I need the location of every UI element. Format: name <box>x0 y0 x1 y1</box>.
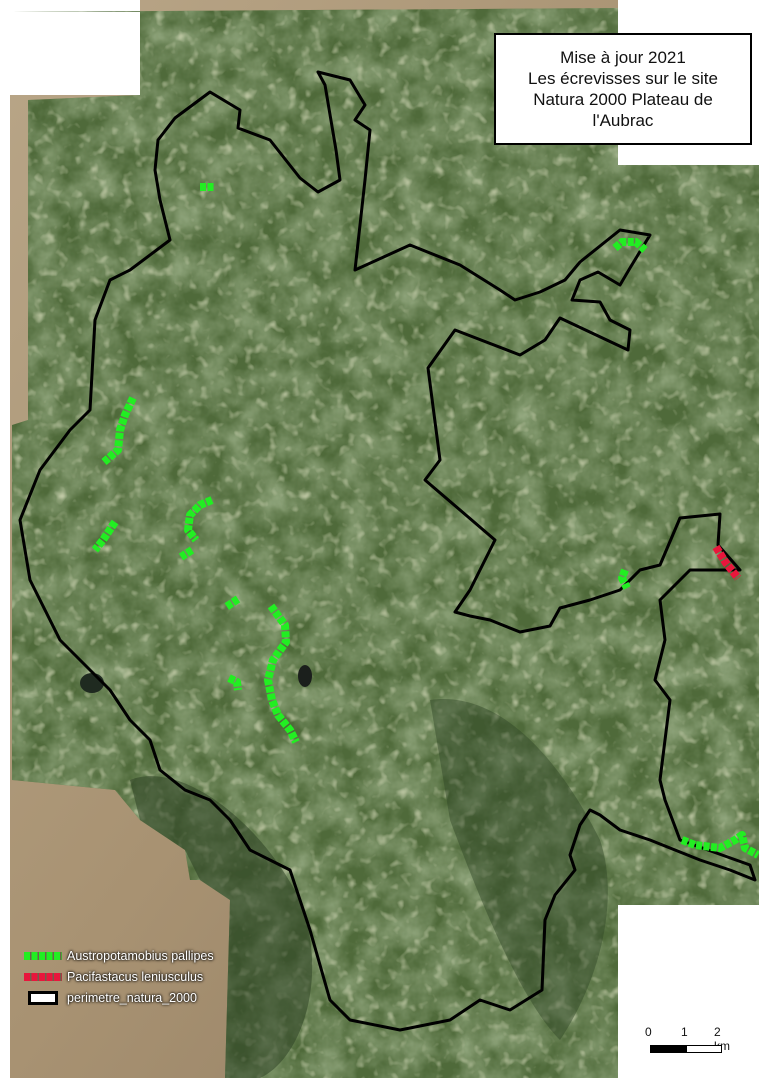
scale-segment <box>650 1045 686 1053</box>
austropotamobius-segment <box>680 831 759 859</box>
title-line: Natura 2000 Plateau de <box>533 90 713 109</box>
lake <box>298 665 312 687</box>
legend-item-perimeter[interactable]: perimetre_natura_2000 <box>24 988 214 1008</box>
green-line-swatch-icon <box>24 952 62 960</box>
legend-item-austropotamobius[interactable]: Austropotamobius pallipes <box>24 946 214 966</box>
title-line: Mise à jour 2021 <box>560 48 686 67</box>
forest-zone <box>430 699 608 1040</box>
legend-label: perimetre_natura_2000 <box>67 991 197 1005</box>
austropotamobius-segment <box>223 595 241 611</box>
scale-label: 1 <box>681 1025 688 1039</box>
map-legend: Austropotamobius pallipes Pacifastacus l… <box>24 946 214 1009</box>
austropotamobius-segment <box>184 496 214 543</box>
scale-segment <box>686 1045 722 1053</box>
polygon-swatch-icon <box>28 991 58 1005</box>
map-title: Mise à jour 2021 Les écrevisses sur le s… <box>494 33 752 145</box>
austropotamobius-segment <box>264 603 300 744</box>
legend-label: Austropotamobius pallipes <box>67 949 214 963</box>
austropotamobius-segments[interactable] <box>91 183 759 859</box>
scale-bar: 0 1 2 km <box>640 1025 730 1055</box>
pacifastacus-segment <box>712 544 742 581</box>
austropotamobius-segment <box>91 519 119 553</box>
austropotamobius-segment <box>612 238 648 253</box>
austropotamobius-segment <box>101 396 137 466</box>
red-line-swatch-icon <box>24 973 62 981</box>
title-line: l'Aubrac <box>592 111 654 130</box>
austropotamobius-segment <box>178 546 195 561</box>
legend-item-pacifastacus[interactable]: Pacifastacus leniusculus <box>24 967 214 987</box>
legend-label: Pacifastacus leniusculus <box>67 970 204 984</box>
lake <box>80 673 104 693</box>
scale-label: 0 <box>645 1025 652 1039</box>
austropotamobius-segment <box>618 568 631 590</box>
pacifastacus-segments[interactable] <box>712 544 742 581</box>
natura-2000-perimeter[interactable] <box>18 70 757 1032</box>
title-line: Les écrevisses sur le site <box>528 69 718 88</box>
austropotamobius-segment <box>227 674 242 691</box>
forest-zone <box>130 776 313 1078</box>
